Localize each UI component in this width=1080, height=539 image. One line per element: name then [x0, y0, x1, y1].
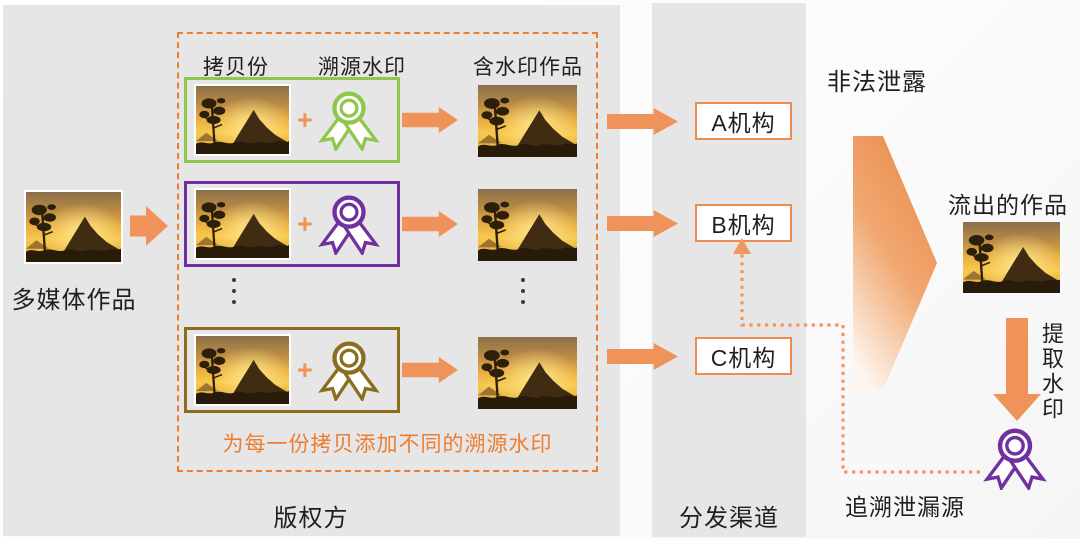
distribute-arrow-icon: [607, 210, 678, 237]
distribution-channel-panel: [652, 3, 806, 537]
column-header-output: 含水印作品: [473, 56, 583, 79]
copy-flow-arrow-icon: [130, 206, 168, 246]
column-header-copy: 拷贝份: [203, 56, 269, 79]
illegal-leak-label: 非法泄露: [827, 69, 927, 96]
award-ribbon-icon: [316, 89, 382, 151]
watermarked-work-photo: [478, 337, 577, 409]
copy-row-purple: +: [184, 181, 400, 267]
leaked-work-label: 流出的作品: [948, 192, 1068, 218]
award-ribbon-icon: [316, 339, 382, 401]
embedding-caption: 为每一份拷贝添加不同的溯源水印: [222, 433, 553, 456]
watermarked-work-photo: [478, 85, 577, 157]
org-box-b: B机构: [695, 204, 792, 242]
copy-photo: [194, 188, 291, 260]
watermark-embedding-box: [177, 32, 598, 472]
ellipsis-outputs: [521, 278, 525, 304]
copy-photo: [194, 334, 291, 406]
extracted-watermark-ribbon-icon: [980, 426, 1050, 490]
trace-source-label: 追溯泄漏源: [845, 494, 965, 520]
distribute-arrow-icon: [607, 108, 678, 135]
copy-row-gold: +: [184, 327, 400, 413]
leaked-work-photo: [963, 222, 1060, 293]
plus-sign: +: [297, 208, 313, 239]
org-box-c: C机构: [695, 337, 792, 375]
distribute-arrow-icon: [607, 343, 678, 370]
embed-arrow-icon: [402, 211, 458, 237]
distribution-channel-label: 分发渠道: [679, 505, 779, 532]
embed-arrow-icon: [402, 107, 458, 133]
award-ribbon-icon: [316, 193, 382, 255]
column-header-watermark: 溯源水印: [318, 56, 406, 79]
copy-row-green: +: [184, 77, 400, 163]
copyright-holder-label: 版权方: [273, 505, 349, 532]
plus-sign: +: [297, 354, 313, 385]
copy-photo: [194, 84, 291, 156]
original-work-photo: [24, 190, 123, 264]
source-work-label: 多媒体作品: [11, 287, 137, 314]
watermarked-work-photo: [478, 189, 577, 261]
org-box-a: A机构: [695, 102, 792, 140]
extract-down-arrow-icon: [993, 318, 1041, 421]
leak-gradient-arrow: [853, 136, 937, 390]
extract-watermark-label: 提取水印: [1039, 322, 1064, 422]
plus-sign: +: [297, 104, 313, 135]
ellipsis-copies: [232, 278, 236, 304]
embed-arrow-icon: [402, 357, 458, 383]
